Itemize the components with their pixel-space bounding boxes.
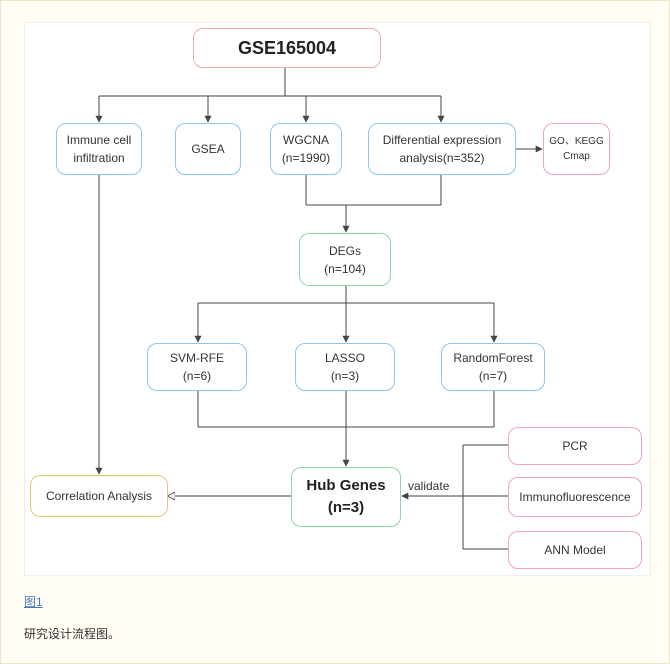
node-degs-line2: (n=104) (324, 261, 366, 276)
node-gse165004: GSE165004 (193, 28, 381, 68)
node-ann-label: ANN Model (544, 543, 606, 557)
node-diff-line2: analysis(n=352) (399, 151, 485, 165)
node-gokegg-line1: GO、KEGG (549, 136, 604, 147)
node-wgcna-line1: WGCNA (283, 133, 329, 147)
flowchart-canvas: validate GSE165004 Immune cell infiltrat… (24, 22, 651, 576)
node-lasso-line1: LASSO (324, 351, 366, 365)
node-gsea-label: GSEA (191, 142, 225, 156)
node-lasso-line2: (n=3) (330, 369, 360, 383)
node-pcr-label: PCR (562, 439, 588, 453)
node-ann-model: ANN Model (508, 531, 642, 569)
node-correlation-analysis: Correlation Analysis (30, 475, 168, 517)
node-immune-line2: infiltration (73, 151, 125, 165)
node-svm-rfe: SVM-RFE (n=6) (147, 343, 247, 391)
node-randomforest: RandomForest (n=7) (441, 343, 545, 391)
node-hub-line1: Hub Genes (306, 477, 386, 494)
validate-label: validate (408, 479, 450, 493)
node-pcr: PCR (508, 427, 642, 465)
node-degs-line1: DEGs (328, 243, 361, 258)
node-svm-line1: SVM-RFE (170, 351, 224, 365)
node-wgcna-line2: (n=1990) (281, 151, 331, 165)
node-immunofluorescence: Immunofluorescence (508, 477, 642, 517)
node-correlation-label: Correlation Analysis (45, 489, 153, 503)
node-rf-line2: (n=7) (478, 369, 508, 383)
connector-lines: validate (95, 68, 543, 550)
node-if-label: Immunofluorescence (519, 490, 631, 504)
node-hub-line2: (n=3) (327, 499, 365, 516)
node-svm-line2: (n=6) (182, 369, 212, 383)
node-gse165004-label: GSE165004 (237, 38, 337, 58)
figure-link[interactable]: 图1 (24, 595, 43, 609)
node-gokegg-line2: Cmap (563, 151, 590, 162)
node-lasso: LASSO (n=3) (295, 343, 395, 391)
node-rf-line1: RandomForest (453, 351, 533, 365)
figure-caption: 研究设计流程图。 (24, 627, 121, 641)
node-gsea: GSEA (175, 123, 241, 175)
node-diff-line1: Differential expression (382, 133, 502, 147)
node-go-kegg-cmap: GO、KEGG Cmap (543, 123, 610, 175)
node-immune-line1: Immune cell (66, 133, 132, 147)
node-differential-expression: Differential expression analysis(n=352) (368, 123, 516, 175)
node-hub-genes: Hub Genes (n=3) (291, 467, 401, 527)
node-wgcna: WGCNA (n=1990) (270, 123, 342, 175)
node-immune-infiltration: Immune cell infiltration (56, 123, 142, 175)
node-degs: DEGs (n=104) (299, 233, 391, 286)
